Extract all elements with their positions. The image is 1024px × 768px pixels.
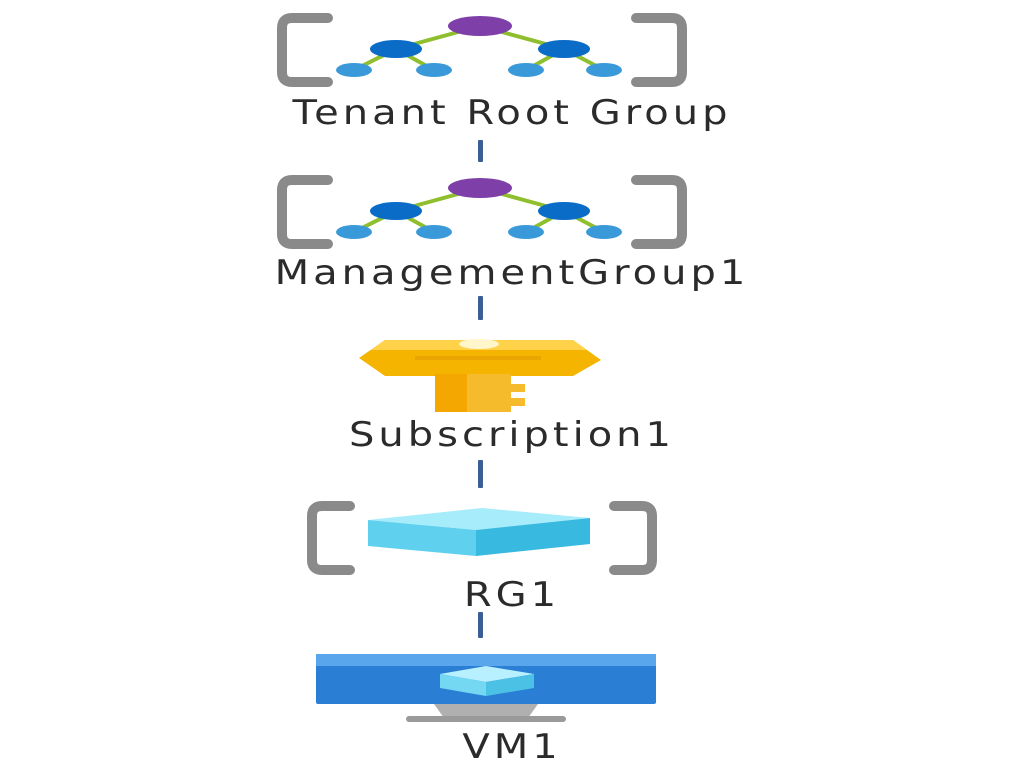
subscription-key-icon (359, 339, 601, 412)
resource-group-icon (307, 501, 657, 575)
management-group-icon (277, 175, 687, 249)
virtual-machine-icon (316, 654, 656, 722)
node-label-management-group1: ManagementGroup1 (274, 253, 750, 293)
node-label-vm1: VM1 (462, 727, 562, 767)
management-group-icon (277, 13, 687, 87)
connector-line (478, 460, 483, 488)
node-label-subscription1: Subscription1 (349, 415, 675, 455)
connector-line (478, 296, 483, 320)
node-label-tenant-root-group: Tenant Root Group (292, 93, 732, 133)
node-label-rg1: RG1 (463, 575, 561, 615)
connector-line (478, 612, 483, 638)
connector-line (478, 140, 483, 162)
